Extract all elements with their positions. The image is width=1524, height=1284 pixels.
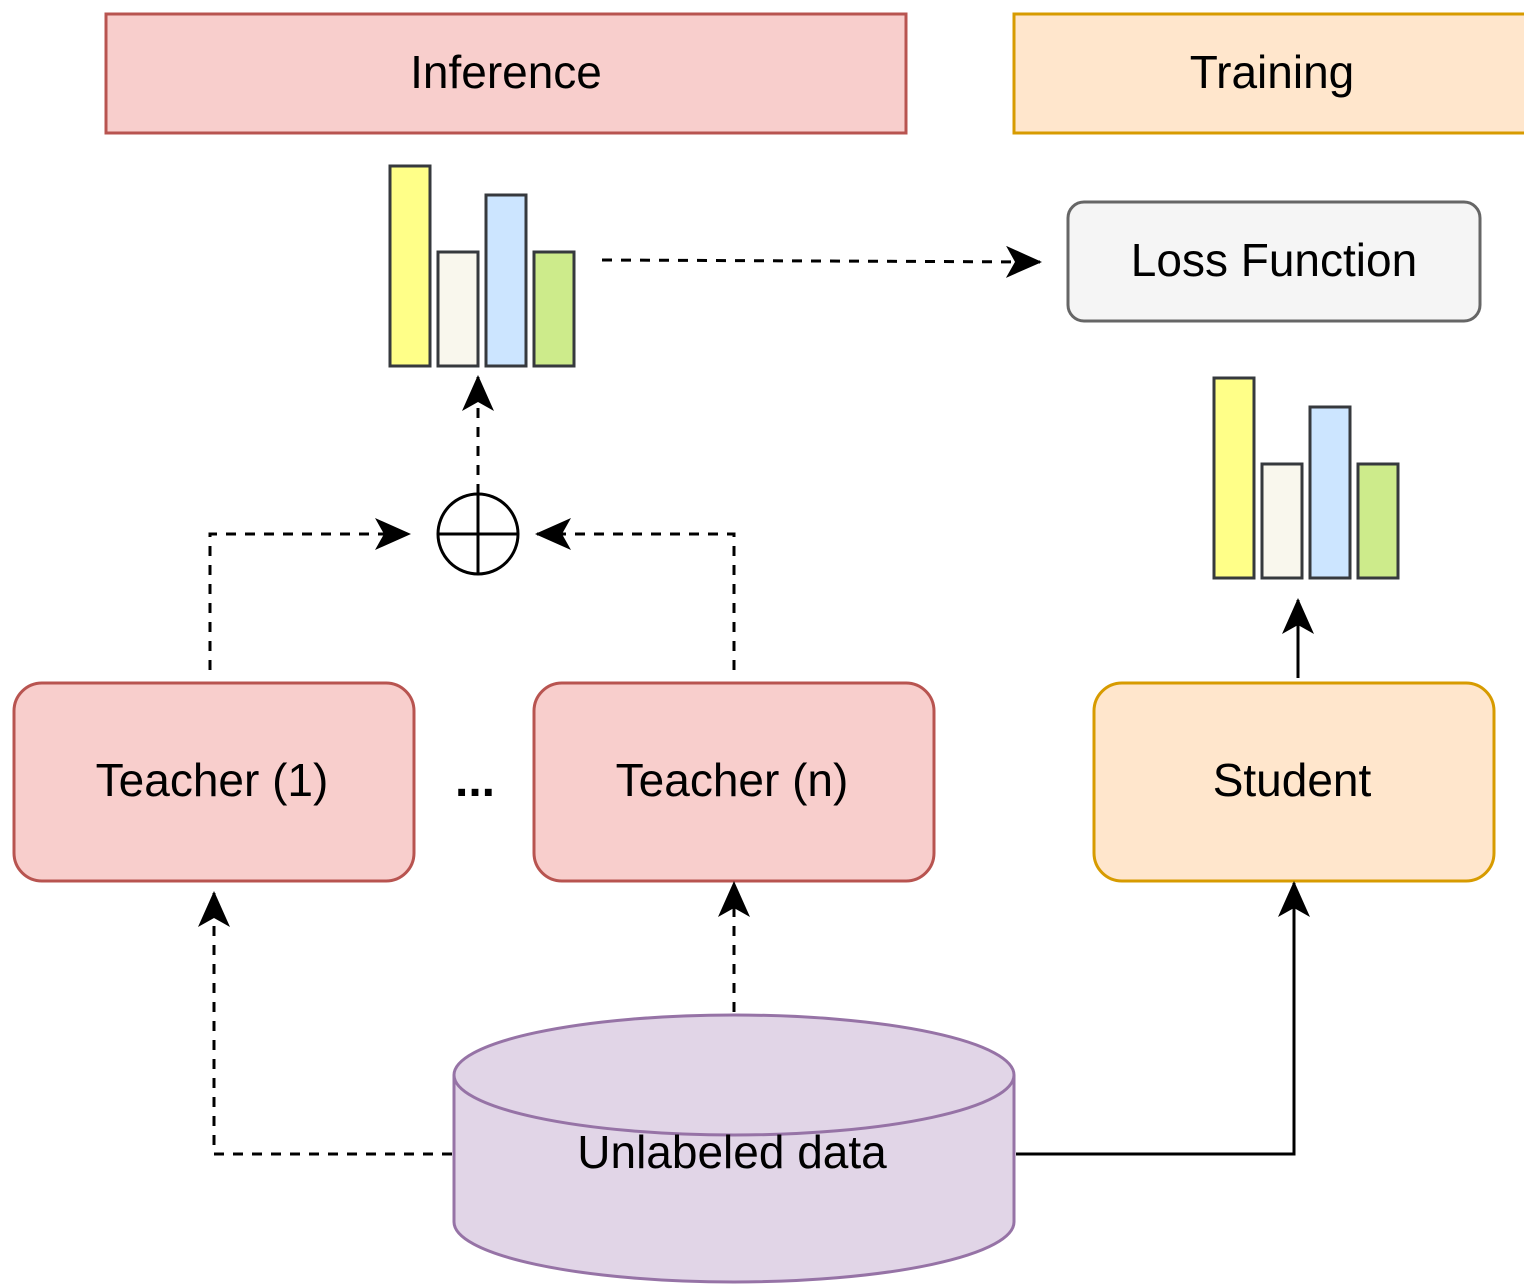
arrow-distribution-to-loss xyxy=(601,245,1042,278)
unlabeled-data-label: Unlabeled data xyxy=(577,1126,887,1178)
teacher-bar-cream xyxy=(436,250,480,368)
teacher-bar-yellow xyxy=(388,164,432,368)
arrow-data-to-teacher-1 xyxy=(198,891,452,1156)
training-header: Training xyxy=(1012,12,1524,135)
teacher-distribution-bar-chart-icon xyxy=(388,164,576,368)
student-distribution-bar-chart-icon xyxy=(1212,376,1400,580)
training-header-label: Training xyxy=(1190,46,1354,98)
teacher-n-box: Teacher (n) xyxy=(532,681,936,883)
student-bar-yellow xyxy=(1212,376,1256,580)
student-bar-green xyxy=(1356,462,1400,580)
student-bar-blue xyxy=(1308,405,1352,580)
inference-header-label: Inference xyxy=(410,46,602,98)
unlabeled-data-cylinder: Unlabeled data xyxy=(452,1013,1016,1284)
student-box: Student xyxy=(1092,681,1496,883)
arrow-teacher-n-to-aggregate xyxy=(535,518,736,670)
loss-function-label: Loss Function xyxy=(1131,234,1417,286)
teacher-bar-blue xyxy=(484,193,528,368)
circle-plus-icon xyxy=(436,492,520,576)
arrow-teacher-1-to-aggregate xyxy=(208,518,411,670)
ellipsis-label: ... xyxy=(455,754,495,807)
loss-function-box: Loss Function xyxy=(1066,200,1482,323)
arrow-data-to-student xyxy=(1016,881,1310,1156)
student-label: Student xyxy=(1213,754,1372,806)
teacher-n-label: Teacher (n) xyxy=(616,754,849,806)
student-bar-cream xyxy=(1260,462,1304,580)
inference-header: Inference xyxy=(104,12,908,135)
teacher-bar-green xyxy=(532,250,576,368)
teacher-1-label: Teacher (1) xyxy=(96,754,329,806)
teacher-1-box: Teacher (1) xyxy=(12,681,416,883)
